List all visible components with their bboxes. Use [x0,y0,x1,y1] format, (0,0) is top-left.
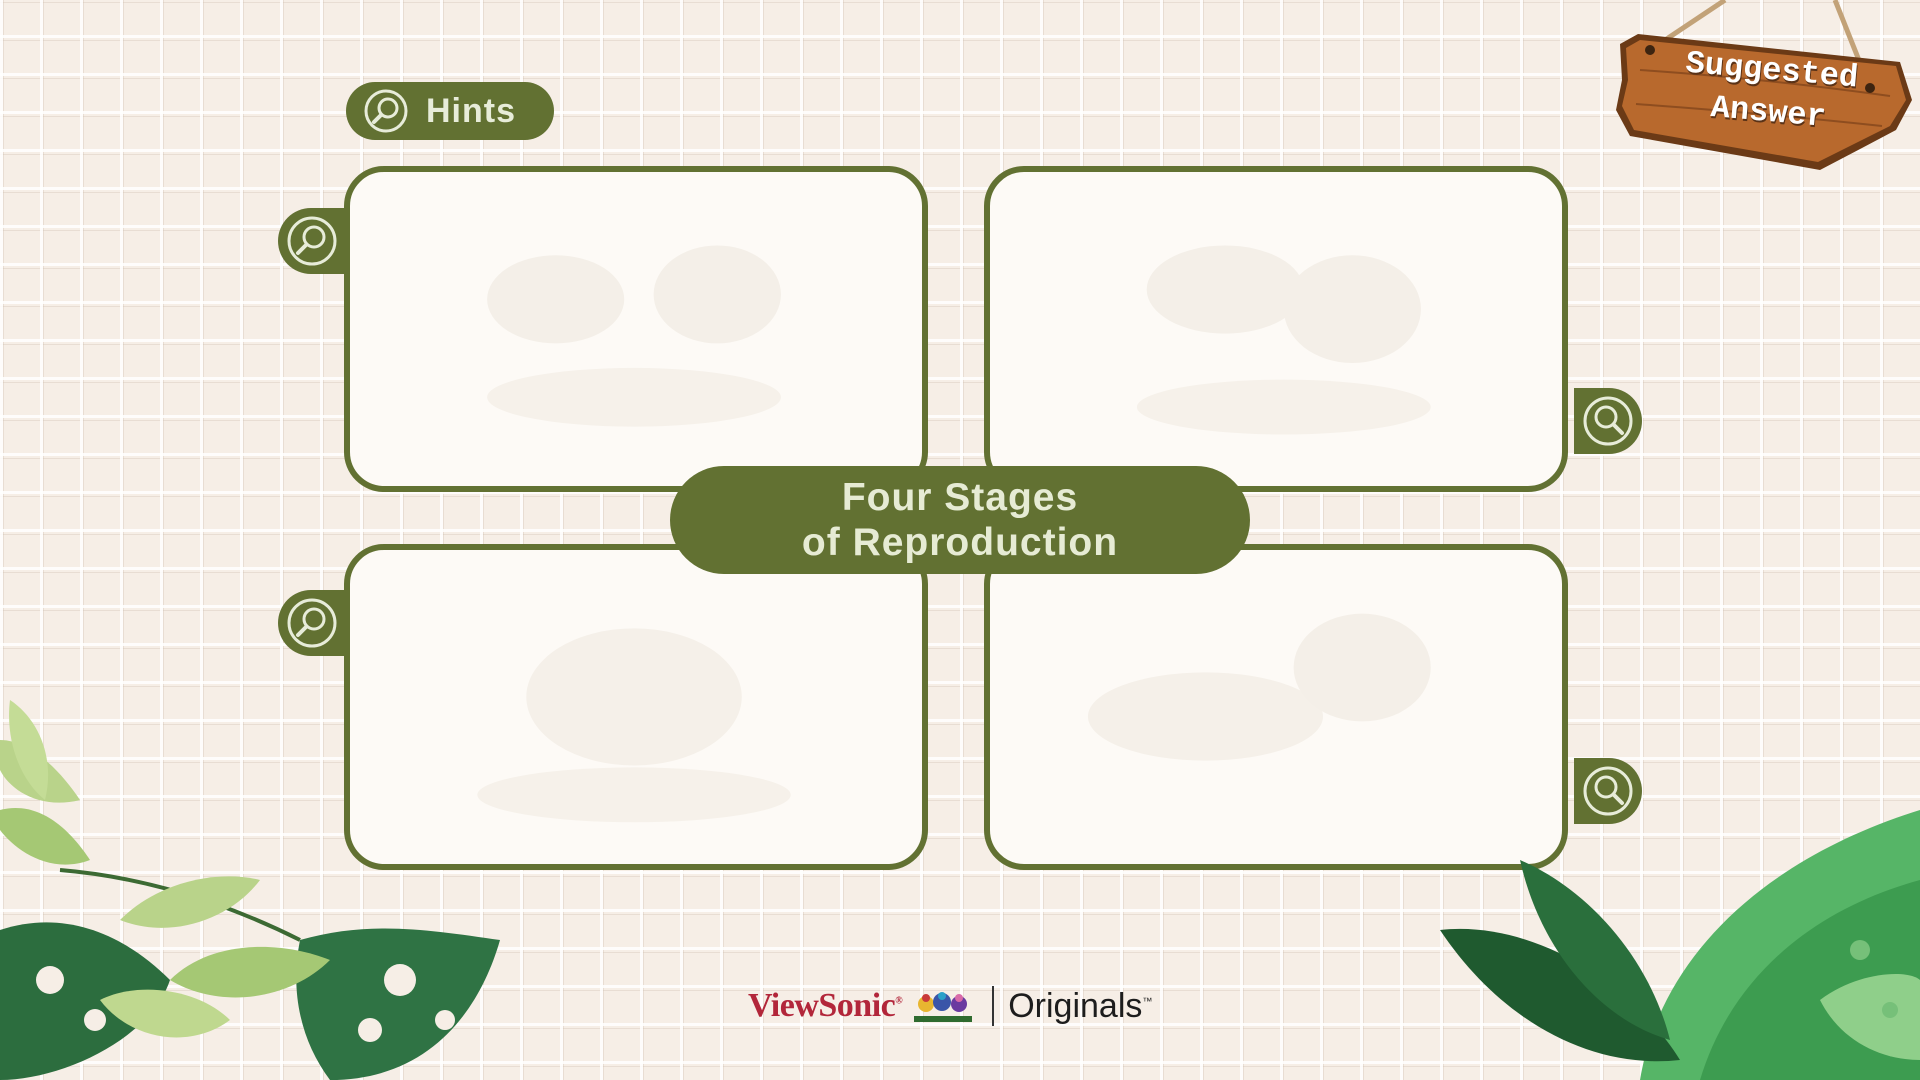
leaves-decoration-right [1440,810,1920,1080]
brand-separator [992,986,995,1026]
hint-tab-card-3[interactable] [278,590,346,656]
title-line-1: Four Stages [841,476,1079,519]
suggested-answer-sign[interactable]: Suggested Answer [1600,0,1920,180]
magnifier-icon [287,598,337,648]
magnifier-icon [1583,766,1633,816]
hints-button[interactable]: Hints [346,82,554,140]
faded-illustration [477,628,791,823]
hint-tab-card-1[interactable] [278,208,346,274]
footer-brand: ViewSonic® Originals™ [748,980,1152,1032]
title-line-2: of Reproduction [801,521,1119,564]
stage-card-3 [344,544,928,870]
magnifier-icon [1583,396,1633,446]
hint-tab-card-2[interactable] [1574,388,1642,454]
stage-card-2 [984,166,1568,492]
magnifier-icon [364,89,408,133]
stage-card-4 [984,544,1568,870]
faded-illustration [487,245,781,427]
faded-illustration [1087,613,1431,761]
faded-illustration [1136,245,1431,435]
hints-label: Hints [426,91,516,130]
center-title: Four Stages of Reproduction [670,466,1250,574]
magnifier-icon [287,216,337,266]
leaves-decoration-left [0,700,500,1080]
wooden-sign-icon [1616,0,1912,170]
hint-tab-card-4[interactable] [1574,758,1642,824]
originals-logo: Originals™ [1008,986,1153,1025]
viewsonic-logo: ViewSonic® [748,987,903,1024]
stage-card-1 [344,166,928,492]
birds-logo-icon [914,992,973,1022]
